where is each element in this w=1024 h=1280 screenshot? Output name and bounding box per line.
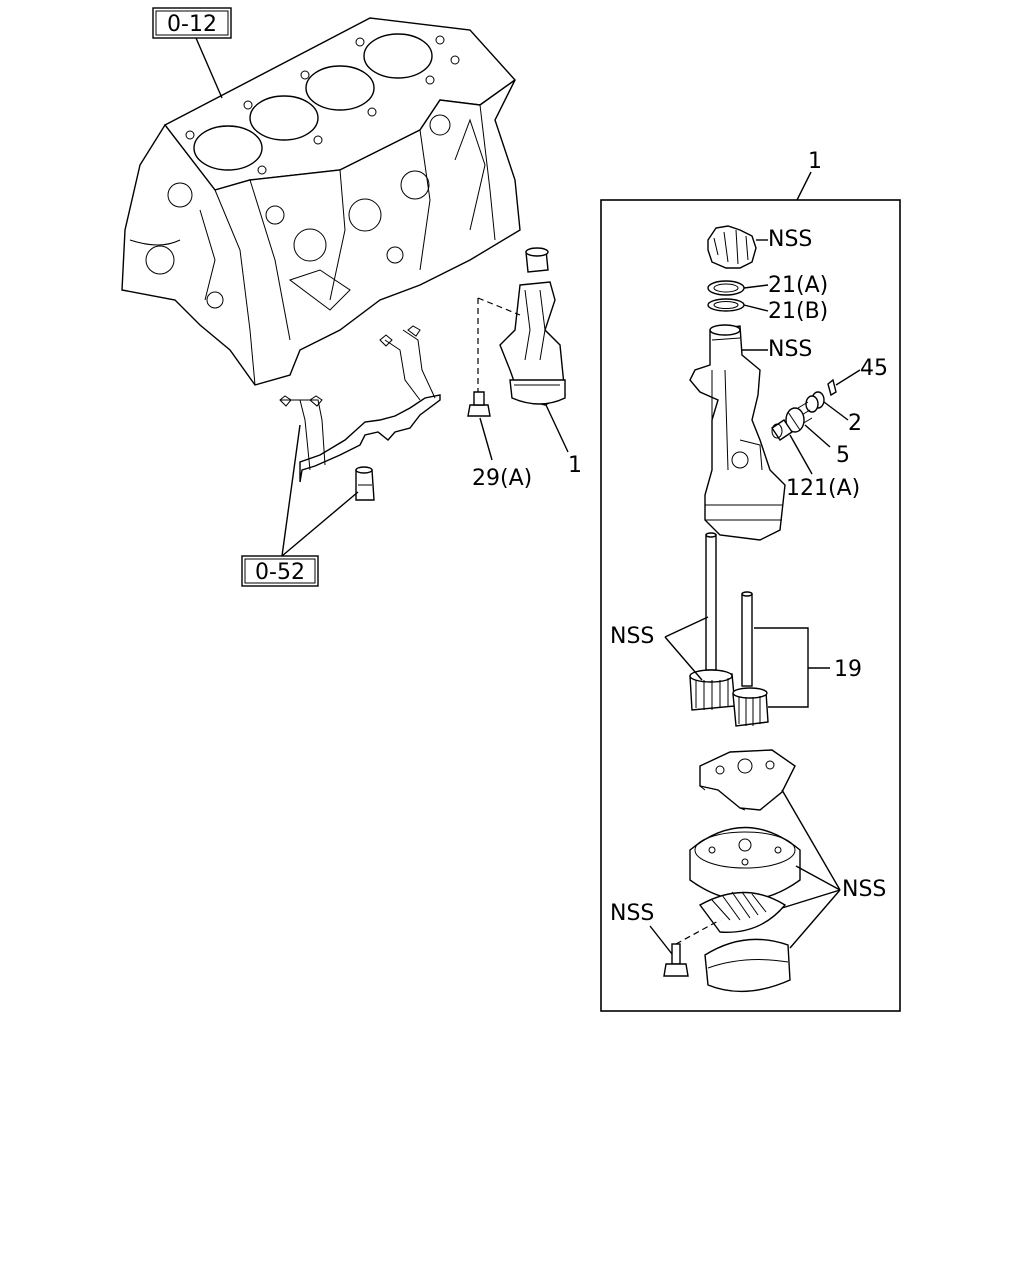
exploded-view-box: 1 <box>600 149 901 1012</box>
pump-housing-label: NSS <box>768 337 812 362</box>
strainer-bolt-callout: NSS <box>610 901 673 955</box>
washers-illustration: 21(A) 21(B) <box>707 273 828 324</box>
pin-illustration: 45 <box>827 356 888 397</box>
exploded-view-callout-label: 1 <box>808 149 822 174</box>
gear-shafts-nss-label: NSS <box>610 624 654 649</box>
pump-housing-illustration: NSS <box>689 324 812 541</box>
gear-set-callout: 19 <box>754 627 862 708</box>
engine-block-illustration <box>121 17 521 386</box>
gear-shafts-nss-callout: NSS <box>610 616 709 681</box>
plug-label: 121(A) <box>786 476 860 501</box>
spring-illustration: 2 <box>797 391 862 436</box>
oil-pump-outer-callout-label: 1 <box>568 453 582 478</box>
gear-set-label: 19 <box>834 657 862 682</box>
drive-gear-illustration: NSS <box>707 225 812 269</box>
drive-gear-label: NSS <box>768 227 812 252</box>
pump-cover-illustration <box>699 749 796 811</box>
strainer-parts-label: NSS <box>842 877 886 902</box>
spring-label: 2 <box>848 411 862 436</box>
gear-shafts-illustration <box>689 532 769 727</box>
strainer-bolt-label: NSS <box>610 901 654 926</box>
plug-illustration: 121(A) <box>771 419 860 501</box>
bolt-callout: 29(A) <box>472 417 532 491</box>
washer-b-label: 21(B) <box>768 299 828 324</box>
oil-pump-small-illustration <box>467 247 566 417</box>
valve-illustration: 5 <box>785 407 850 468</box>
oil-pump-outer-callout: 1 <box>545 404 582 478</box>
engine-block-callout: 0-12 <box>152 7 232 99</box>
washer-a-label: 21(A) <box>768 273 828 298</box>
pin-label: 45 <box>860 356 888 381</box>
oil-pipe-illustration <box>279 325 441 501</box>
oil-pipe-callout: 0-52 <box>241 424 359 587</box>
strainer-parts-callout: NSS <box>781 789 886 949</box>
strainer-illustration <box>689 826 801 993</box>
bolt-callout-label: 29(A) <box>472 466 532 491</box>
valve-label: 5 <box>836 443 850 468</box>
engine-block-callout-label: 0-12 <box>167 12 217 37</box>
oil-pipe-callout-label: 0-52 <box>255 560 305 585</box>
